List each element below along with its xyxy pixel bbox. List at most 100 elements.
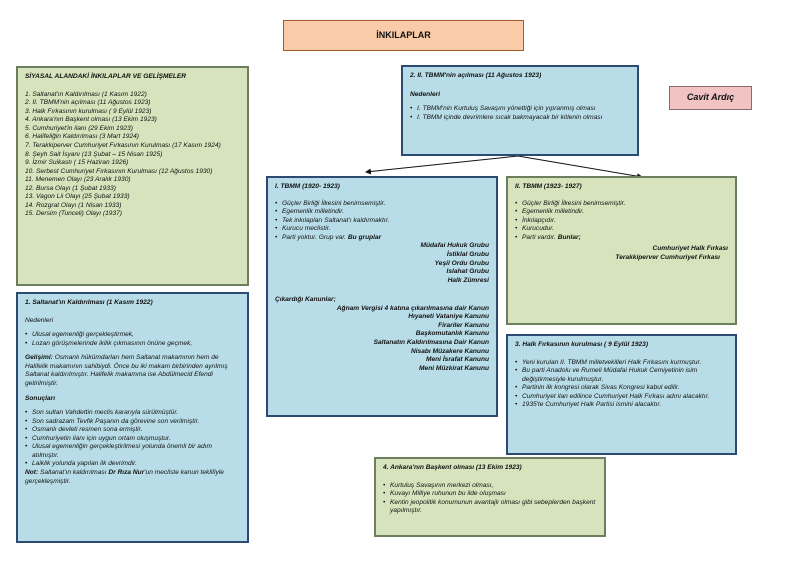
saltanat-nedenleri-list: Ulusal egemenliği gerçekleştirmek, Lozan… [25, 331, 240, 348]
list-item: Egemenlik milletindir. [275, 208, 489, 217]
list-item: Güçler Birliği İlkesini benimsemiştir. [515, 200, 728, 209]
list-item: 14. Rozgrat Olayı (1 Nisan 1933) [25, 201, 122, 209]
parti-text: Parti yoktur. Grup var. [282, 233, 347, 241]
siyasal-box: SİYASAL ALANDAKİ İNKILAPLAR VE GELİŞMELE… [16, 66, 249, 286]
list-item: 13. Vagon Lii Olayı (25 Şubat 1933) [25, 193, 130, 201]
halk-list: Yeni kurulan II. TBMM milletvekilleri Ha… [515, 359, 728, 410]
list-item: Egemenlik milletindir. [515, 208, 728, 217]
list-item: 8. Şeyh Sait İsyanı (13 Şubat – 15 Nisan… [25, 150, 163, 158]
arrow-to-tbmm2 [517, 155, 643, 180]
kanun-line: Saltanatın Kaldırılmasına Dair Kanun [373, 339, 489, 346]
ankara-list: Kurtuluş Savaşının merkezi olması, Kuvay… [383, 482, 597, 516]
tbmm2-box: II. TBMM (1923- 1927) Güçler Birliği İlk… [506, 176, 737, 325]
tbmm1-box: I. TBMM (1920- 1923) Güçler Birliği İlke… [266, 176, 498, 417]
list-item: Güçler Birliği İlkesini benimsemiştir. [275, 200, 489, 209]
gelisimi-text: Osmanlı hükümdarları hem Saltanat makamı… [25, 354, 228, 387]
party-line: Cumhuriyet Halk Fırkası [652, 245, 729, 253]
kanunlar-label: Çıkardığı Kanunlar; [275, 296, 336, 304]
kanun-line: Nisabı Müzakere Kanunu [410, 347, 489, 355]
group-line: Halk Zümresi [447, 276, 489, 284]
party-line: Terakkiperver Cumhuriyet Fırkası [615, 253, 720, 261]
list-item: Ulusal egemenliğin gerçekleştirilmesi yo… [25, 443, 240, 460]
list-item: 9. İzmir Suikastı ( 15 Haziran 1926) [25, 159, 129, 167]
list-item: Laiklik yolunda yapılan ilk devrimdir. [25, 460, 240, 469]
list-item: 7. Terakkiperver Cumhuriyet Fırkasının K… [25, 141, 221, 149]
group-line: Islahat Grubu [446, 268, 490, 276]
kanun-line: Firariler Kanunu [438, 321, 489, 329]
list-item: Son sadrazam Tevfik Paşanın da görevine … [25, 418, 240, 427]
saltanat-heading: 1. Saltanat'ın Kaldırılması (1 Kasım 192… [25, 299, 153, 306]
not-text-1: Saltanat'ın kaldırılması [40, 469, 107, 476]
kanun-line: Başkomutanlık Kanunu [415, 330, 489, 338]
parti-bold: Bu gruplar [347, 233, 382, 241]
page-title: İNKILAPLAR [376, 29, 431, 40]
author-box: Cavit Ardıç [669, 86, 752, 110]
saltanat-not: Not: Saltanat'ın kaldırılması Dr Rıza Nu… [25, 469, 240, 486]
halk-box: 3. Halk Fırkasının kurulması ( 9 Eylül 1… [506, 334, 737, 455]
list-item: Tek inkılapları Saltanat'ı kaldırmaktır. [275, 217, 489, 226]
author-name: Cavit Ardıç [686, 92, 735, 103]
list-item: I. TBMM içinde devrimlere sıcak bakmayac… [410, 114, 630, 123]
siyasal-heading: SİYASAL ALANDAKİ İNKILAPLAR VE GELİŞMELE… [25, 73, 187, 80]
list-item: Parti vardır. Bunlar; [515, 234, 728, 243]
list-item: 1935'te Cumhuriyet Halk Partisi ismini a… [515, 401, 728, 410]
list-item: Osmanlı devleti resmen sona ermiştir. [25, 426, 240, 435]
group-line: İstiklal Grubu [446, 250, 489, 258]
list-item: 15. Dersim (Tunceli) Olayı (1937) [25, 210, 122, 218]
not-text-2: 'un mecliste kanun teklifiyle gerçekleşm… [25, 469, 224, 485]
saltanat-box: 1. Saltanat'ın Kaldırılması (1 Kasım 192… [16, 292, 249, 543]
list-item: 6. Halifeliğin Kaldırılması (3 Mart 1924… [25, 133, 139, 141]
not-label: Not: [25, 469, 39, 476]
list-item: Lozan görüşmelerinde ikilik çıkmasının ö… [25, 340, 240, 349]
list-item: Ulusal egemenliği gerçekleştirmek, [25, 331, 240, 340]
saltanat-sonuclari-label: Sonuçları [25, 394, 56, 402]
tbmm2-list: Güçler Birliği İlkesini benimsemiştir. E… [515, 200, 728, 243]
tbmm1-list: Güçler Birliği İlkesini benimsemiştir. E… [275, 200, 489, 243]
list-item: Bu parti Anadolu ve Rumeli Müdafai Hukuk… [515, 367, 728, 384]
list-item: I. TBMM'nin Kurtuluş Savaşını yönettiği … [410, 105, 630, 114]
list-item: 3. Halk Fırkasının kurulması ( 9 Eylül 1… [25, 107, 152, 115]
group-line: Müdafai Hukuk Grubu [420, 242, 489, 250]
list-item: 1. Saltanat'ın Kaldırılması (1 Kasım 192… [25, 90, 147, 98]
tbmm2-open-list: I. TBMM'nin Kurtuluş Savaşını yönettiği … [410, 105, 630, 122]
list-item: Parti yoktur. Grup var. Bu gruplar [275, 234, 489, 243]
siyasal-list: 1. Saltanat'ın Kaldırılması (1 Kasım 192… [25, 91, 240, 219]
saltanat-sonuclari-list: Son sultan Vahdettin meclis kararıyla sü… [25, 409, 240, 469]
list-item: 2. II. TBMM'nin açılması (11 Ağustos 192… [25, 99, 151, 107]
kanun-line: Meni İsrafat Kanunu [425, 356, 489, 364]
list-item: 5. Cumhuriyet'in ilanı (29 Ekim 1923) [25, 124, 133, 132]
tbmm2-open-box: 2. II. TBMM'nin açılması (11 Ağustos 192… [401, 65, 639, 156]
list-item: Cumhuriyetin ilanı için uygun ortam oluş… [25, 435, 240, 444]
halk-heading: 3. Halk Fırkasının kurulması ( 9 Eylül 1… [515, 341, 649, 348]
saltanat-gelisimi: Gelişimi: Osmanlı hükümdarları hem Salta… [25, 354, 240, 388]
ankara-box: 4. Ankara'nın Başkent olması (13 Ekim 19… [374, 457, 606, 537]
list-item: Kurucudur. [515, 225, 728, 234]
not-bold: Dr Rıza Nur [108, 469, 145, 476]
list-item: 11. Menemen Olayı (23 Aralık 1930) [25, 176, 131, 184]
list-item: Son sultan Vahdettin meclis kararıyla sü… [25, 409, 240, 418]
saltanat-nedenleri-label: Nedenleri [25, 316, 54, 324]
title-box: İNKILAPLAR [283, 20, 524, 51]
list-item: Kurtuluş Savaşının merkezi olması, [383, 482, 597, 491]
arrow-to-tbmm1 [365, 155, 519, 175]
ankara-heading: 4. Ankara'nın Başkent olması (13 Ekim 19… [383, 464, 522, 471]
list-item: Partinin ilk kongresi olarak Sivas Kongr… [515, 384, 728, 393]
parti-text: Parti vardır. [522, 233, 556, 241]
gelisimi-label: Gelişimi: [25, 354, 53, 362]
kanun-line: Meni Müzkirat Kanunu [419, 364, 489, 372]
kanun-line: Hıyaneti Vataniye Kanunu [408, 313, 489, 321]
list-item: Kentin jeopolitik konumunun avantajlı ol… [383, 499, 597, 516]
list-item: 12. Bursa Olayı (1 Şubat 1933) [25, 184, 116, 192]
kanun-line: Ağnam Vergisi 4 katına çıkarılmasına dai… [336, 304, 489, 312]
list-item: Kuvayı Milliye ruhunun bu ilde oluşması [383, 490, 597, 499]
list-item: Yeni kurulan II. TBMM milletvekilleri Ha… [515, 359, 728, 368]
list-item: 4. Ankara'nın Başkent olması (13 Ekim 19… [25, 116, 157, 124]
tbmm1-heading: I. TBMM (1920- 1923) [275, 183, 340, 190]
list-item: Kurucu meclistir. [275, 225, 489, 234]
parti-bold: Bunlar; [557, 233, 581, 241]
list-item: İnkılapçıdır. [515, 217, 728, 226]
group-line: Yeşil Ordu Grubu [434, 259, 489, 267]
tbmm2-open-heading: 2. II. TBMM'nin açılması (11 Ağustos 192… [410, 72, 542, 79]
tbmm2-heading: II. TBMM (1923- 1927) [515, 183, 582, 190]
list-item: 10. Serbest Cumhuriyet Fırkasının Kurulm… [25, 167, 213, 175]
